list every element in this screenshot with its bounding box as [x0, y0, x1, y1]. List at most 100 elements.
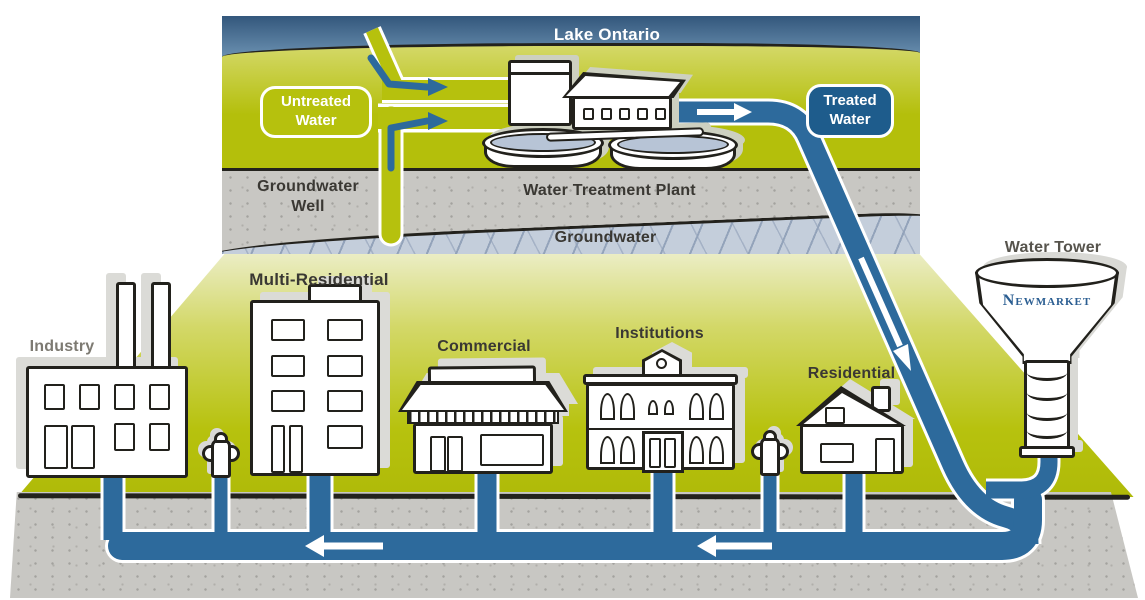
plant-window — [637, 108, 648, 120]
well-flow-arrow-line — [387, 117, 431, 172]
institution-body — [586, 383, 735, 473]
plant-tower — [508, 60, 572, 126]
untreated-badge-line1: Untreated — [280, 93, 351, 111]
lake-flow-arrow-head — [428, 78, 448, 96]
stem-seam — [1027, 391, 1067, 401]
main-flow-arrow1-head — [305, 535, 324, 557]
tower-town-name: Newmarket — [1002, 292, 1092, 309]
plant-window — [601, 108, 612, 120]
plant-window — [655, 108, 666, 120]
apartment-window — [271, 390, 305, 412]
main-flow-arrow2-head — [697, 535, 716, 557]
arched-window — [620, 436, 635, 464]
institutions-label: Institutions — [615, 325, 704, 342]
tower-stem — [1024, 360, 1070, 450]
treated-badge-line1: Treated — [823, 92, 877, 110]
industry-label: Industry — [29, 338, 95, 355]
apartment-window — [327, 355, 363, 377]
factory-body — [26, 366, 188, 478]
treated-badge-line2: Water — [829, 111, 871, 128]
tower-bowl-face — [979, 276, 1115, 361]
factory-window — [114, 423, 135, 451]
groundwater-well-line2: Well — [291, 198, 325, 215]
floor-divider — [589, 428, 732, 430]
apartment-body — [250, 300, 380, 476]
institution-door — [642, 431, 684, 473]
water-tower: Newmarket — [972, 258, 1124, 460]
downhill-flow-arrow-head — [893, 344, 911, 371]
factory-chimney — [116, 282, 136, 372]
apartment-door — [289, 425, 303, 473]
factory-window — [114, 384, 135, 410]
factory-chimney — [151, 282, 171, 372]
arched-window — [709, 436, 724, 464]
factory-window — [149, 384, 170, 410]
fire-hydrant — [202, 432, 242, 479]
residential-label: Residential — [807, 365, 896, 382]
apartment-door — [271, 425, 285, 473]
water-treatment-plant — [482, 56, 752, 182]
treated-water-badge: Treated Water — [806, 84, 894, 138]
plant-window — [619, 108, 630, 120]
institutions-building — [583, 349, 740, 473]
groundwater-label: Groundwater — [554, 229, 657, 246]
groundwater-well-label: Groundwater Well — [243, 177, 373, 217]
plant-building — [572, 96, 672, 130]
apartment-window — [327, 425, 363, 449]
water-tower-label: Water Tower — [1004, 239, 1102, 256]
clarifier-tank-left — [482, 128, 604, 176]
arched-window — [620, 393, 635, 420]
flow-arrows — [305, 54, 911, 557]
apartment-window — [327, 319, 363, 341]
stem-seam — [1027, 411, 1067, 421]
lake-flow-arrow-line — [367, 54, 431, 91]
house-chimney — [871, 386, 891, 412]
multi-residential-building — [250, 284, 384, 478]
shop-awning — [407, 410, 559, 424]
house-door — [875, 438, 895, 474]
tower-rim — [975, 258, 1119, 288]
lake-ontario-label: Lake Ontario — [553, 25, 661, 44]
stem-seam — [1027, 371, 1067, 381]
industry-building — [26, 282, 194, 480]
shop-window — [480, 434, 544, 466]
tower-pipe — [986, 434, 1058, 499]
distribution-main-pipe — [108, 486, 1042, 560]
commercial-label: Commercial — [437, 338, 531, 355]
apartment-window — [327, 390, 363, 412]
door-panel — [664, 438, 676, 468]
arched-window — [600, 393, 615, 420]
untreated-water-badge: Untreated Water — [260, 86, 372, 138]
factory-window — [149, 423, 170, 451]
factory-window — [79, 384, 100, 410]
lake-intake-pipe — [366, 27, 402, 87]
house-body — [800, 424, 904, 474]
shop-door — [430, 436, 446, 472]
arched-window — [709, 393, 724, 420]
house-window — [820, 443, 854, 463]
factory-window — [44, 425, 68, 469]
factory-window — [44, 384, 65, 410]
apartment-window — [271, 319, 305, 341]
fire-hydrant — [751, 430, 791, 477]
arched-window — [689, 393, 704, 420]
factory-window — [71, 425, 95, 469]
multi-residential-label: Multi-Residential — [249, 270, 389, 289]
water-treatment-plant-label: Water Treatment Plant — [523, 182, 696, 199]
untreated-badge-line2: Water — [295, 112, 337, 129]
arched-window — [664, 400, 674, 415]
commercial-building — [398, 365, 568, 474]
attic-window — [825, 407, 845, 424]
plant-window — [583, 108, 594, 120]
tower-base — [1019, 446, 1075, 458]
shop-door — [447, 436, 463, 472]
groundwater-well-line1: Groundwater — [257, 178, 359, 195]
plant-tower-band — [511, 72, 569, 75]
tower-round-window — [656, 358, 667, 369]
shop-body — [413, 423, 553, 474]
plant-roof-face — [566, 76, 680, 96]
arched-window — [689, 436, 704, 464]
arched-window — [600, 436, 615, 464]
treated-flow-arrow-head — [734, 103, 752, 121]
